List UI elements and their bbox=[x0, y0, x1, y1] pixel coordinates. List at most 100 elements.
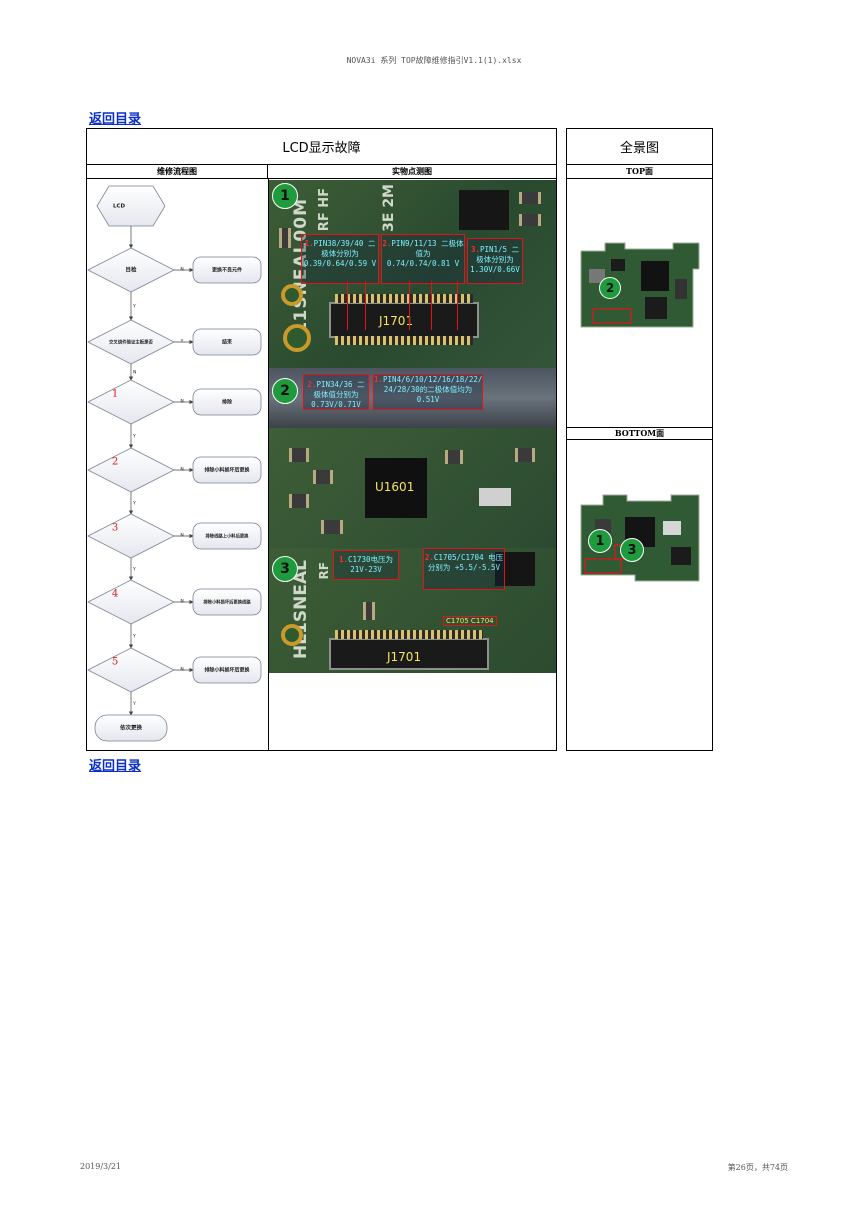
top-side-label: TOP面 bbox=[567, 165, 712, 179]
flow-action-node bbox=[192, 388, 262, 416]
connector-j1701 bbox=[329, 638, 489, 670]
probe-line bbox=[457, 280, 458, 330]
flow-action-label: 排除线路上小料后更换 bbox=[206, 533, 250, 540]
component bbox=[363, 602, 375, 620]
photo-u1601-area: U1601 bbox=[269, 428, 556, 548]
component bbox=[519, 192, 541, 204]
flow-edge-label: N bbox=[133, 370, 136, 376]
photo-1-connector-top: HL1SNEAL00M RF HF 3E 2M J1701 1.PIN38/39… bbox=[269, 180, 556, 368]
mounting-hole bbox=[281, 284, 303, 306]
flow-start-label: LCD bbox=[113, 204, 126, 210]
board-marker: 3 bbox=[620, 538, 644, 562]
flow-decision-label: 目检 bbox=[125, 266, 137, 274]
probe-line bbox=[431, 280, 432, 330]
panorama-title: 全景图 bbox=[567, 129, 712, 165]
back-to-contents-link[interactable]: 返回目录 bbox=[89, 759, 142, 774]
connector-j1701 bbox=[329, 302, 479, 338]
column-divider bbox=[268, 179, 269, 750]
flow-decision-label: 交叉烧件验证主板是否 bbox=[109, 339, 154, 346]
measurement-note: 2.PIN34/36 二极体值分别为 0.73V/0.71V bbox=[303, 374, 369, 410]
probe-line bbox=[347, 280, 348, 330]
flow-action-node bbox=[192, 656, 262, 684]
component bbox=[289, 448, 309, 462]
measurement-note: 2.PIN9/11/13 二极体值为 0.74/0.74/0.81 V bbox=[381, 234, 465, 284]
component bbox=[495, 552, 535, 586]
flow-decision-node bbox=[87, 579, 175, 625]
flow-decision-node bbox=[87, 447, 175, 493]
flow-decision-node bbox=[87, 513, 175, 559]
flow-edge-label: Y bbox=[132, 434, 136, 440]
flow-action-label: 结束 bbox=[222, 339, 233, 346]
connector-pins bbox=[335, 294, 473, 303]
measurement-note: 1.C1730电压为 21V-23V bbox=[333, 550, 399, 580]
flow-action-label: 排除 bbox=[222, 399, 233, 406]
bottom-board-image bbox=[580, 494, 700, 582]
photo-2-flex-area: 2.PIN34/36 二极体值分别为 0.73V/0.71V 1.PIN4/6/… bbox=[269, 368, 556, 428]
component bbox=[321, 520, 343, 534]
flow-action-node bbox=[192, 328, 262, 356]
flow-edge-label: N bbox=[180, 267, 183, 273]
flow-step-number: 3 bbox=[112, 523, 118, 534]
flow-end-label: 依次更换 bbox=[120, 724, 143, 732]
flow-edge-label: Y bbox=[132, 567, 136, 573]
flow-edge-label: N bbox=[180, 533, 183, 539]
back-to-contents-link[interactable]: 返回目录 bbox=[89, 112, 142, 127]
main-panel: LCD显示故障 维修流程图 实物点测图 LCD 目检 N 更换不良元件 Y 交叉烧件验证主… bbox=[86, 128, 557, 751]
flow-start-node bbox=[96, 185, 166, 227]
file-title: NOVA3i 系列 TOP故障维修指引V1.1(1).xlsx bbox=[346, 56, 522, 65]
mounting-hole bbox=[281, 624, 303, 646]
silkscreen-text: 3E 2M bbox=[381, 184, 397, 232]
component bbox=[313, 470, 333, 484]
flow-edge-label: Y bbox=[132, 304, 136, 310]
flow-decision-node bbox=[87, 379, 175, 425]
flow-edge-label: N bbox=[180, 467, 183, 473]
connector-label: J1701 bbox=[379, 314, 414, 328]
footer-date: 2019/3/21 bbox=[80, 1162, 122, 1171]
flow-end-node bbox=[94, 714, 168, 742]
photo-3-connector-bottom: HL1SNEAL RF J1701 C1705 C1704 1.C1730电压为… bbox=[269, 548, 556, 673]
flow-step-number: 5 bbox=[112, 657, 118, 668]
flow-edge-label: Y bbox=[132, 701, 136, 707]
bottom-side-label: BOTTOM面 bbox=[567, 427, 712, 440]
component-tag: C1705 C1704 bbox=[443, 616, 497, 626]
footer-page-number: 第26页，共74页 bbox=[727, 1163, 788, 1172]
flow-action-node bbox=[192, 588, 262, 616]
connector-label: J1701 bbox=[387, 650, 422, 664]
photo-column-header: 实物点测图 bbox=[268, 165, 556, 179]
probe-line bbox=[409, 280, 410, 330]
flow-edge-label: N bbox=[180, 599, 183, 605]
flow-edge-label: N bbox=[180, 399, 183, 405]
flow-edge-label: Y bbox=[132, 634, 136, 640]
flow-decision-node bbox=[87, 647, 175, 693]
flow-column-header: 维修流程图 bbox=[87, 165, 268, 179]
flow-edge-label: Y bbox=[132, 501, 136, 507]
component bbox=[515, 448, 535, 462]
component bbox=[445, 450, 463, 464]
marker-badge: 3 bbox=[272, 556, 298, 582]
chip-label: U1601 bbox=[375, 480, 415, 494]
mounting-hole bbox=[283, 324, 311, 352]
measurement-note: 1.PIN38/39/40 二极体分别为 0.39/0.64/0.59 V bbox=[301, 234, 379, 284]
flow-action-node bbox=[192, 256, 262, 284]
measurement-note: 3.PIN1/5 二极体分别为 1.30V/0.66V bbox=[467, 238, 523, 284]
flow-action-node bbox=[192, 522, 262, 550]
marker-badge: 1 bbox=[272, 183, 298, 209]
flow-edge-label: N bbox=[180, 667, 183, 673]
connector-pins bbox=[335, 336, 473, 345]
component bbox=[279, 228, 291, 248]
board-marker: 2 bbox=[599, 277, 621, 299]
flow-action-label: 排除小料损坏后更换 bbox=[204, 467, 250, 474]
probe-line bbox=[365, 280, 366, 330]
top-board-image bbox=[580, 242, 700, 328]
main-title: LCD显示故障 bbox=[87, 129, 556, 165]
connector-pins bbox=[335, 630, 483, 639]
panorama-panel: 全景图 TOP面 BOTTOM面 2 1 3 bbox=[566, 128, 713, 751]
flow-step-number: 2 bbox=[112, 457, 118, 468]
component bbox=[519, 214, 541, 226]
silkscreen-text: RF HF bbox=[317, 188, 332, 232]
board-marker: 1 bbox=[588, 529, 612, 553]
component bbox=[459, 190, 509, 230]
component bbox=[479, 488, 511, 506]
flow-action-label: 更换不良元件 bbox=[212, 267, 242, 274]
